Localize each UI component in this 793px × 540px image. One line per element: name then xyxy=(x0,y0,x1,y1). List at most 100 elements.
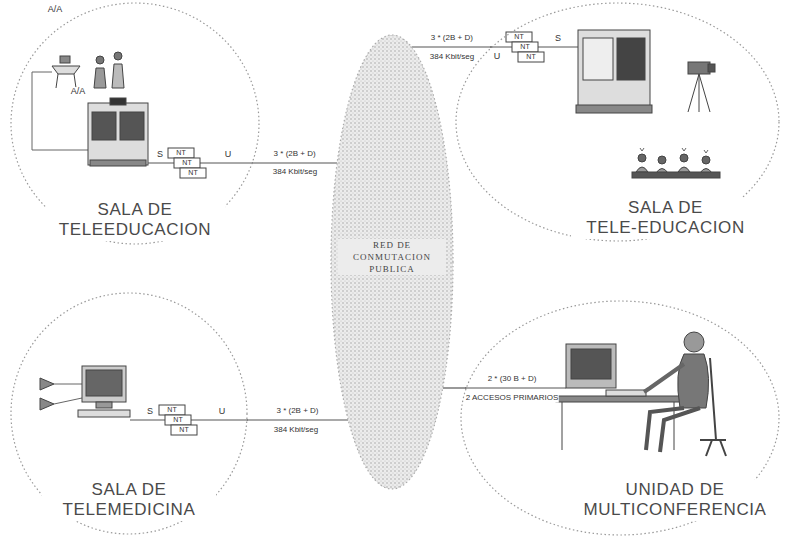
room-circle: SALA DE TELE-EDUCACION xyxy=(455,2,780,242)
terminal-box-label: NT xyxy=(175,149,186,157)
teleeducation-room-1-part xyxy=(120,112,144,140)
teleeducation-room-1-part xyxy=(110,98,126,105)
line-rate-label: 2 ACCESOS PRIMARIOS xyxy=(465,394,559,403)
telemedicine-room-part xyxy=(165,415,191,425)
teleeducation-room-1-part xyxy=(94,68,106,88)
teleeducation-room-2-part xyxy=(506,32,532,42)
telemedicine-room-part xyxy=(159,405,185,415)
multiconference-unit-part xyxy=(562,402,563,450)
room-outline xyxy=(461,301,779,535)
room-name: SALA DE TELEEDUCACION xyxy=(46,200,225,241)
telemedicine-room-part xyxy=(54,384,82,385)
room-tag: A/A xyxy=(70,87,87,97)
teleeducation-room-2-part xyxy=(578,30,650,108)
teleeducation-room-2-part xyxy=(638,154,646,162)
terminal-box-label: NT xyxy=(519,43,530,51)
teleeducation-room-2-part xyxy=(512,42,538,52)
reference-point: U xyxy=(493,52,502,62)
room-tag: A/A xyxy=(47,5,64,15)
network-ellipse: RED DE CONMUTACION PUBLICA xyxy=(330,34,454,490)
teleeducation-room-1-part xyxy=(174,158,200,168)
line-rate-label: 384 Kbit/seg xyxy=(429,53,475,62)
multiconference-unit-part xyxy=(571,349,611,379)
teleeducation-room-2-part xyxy=(708,64,715,72)
teleeducation-room-1-part xyxy=(60,56,70,63)
terminal-box-label: NT xyxy=(513,33,524,41)
room-outline xyxy=(456,3,779,241)
terminal-box-label: NT xyxy=(166,406,177,414)
line-connector xyxy=(247,419,348,420)
room-name: UNIDAD DE MULTICONFERENCIA xyxy=(571,480,780,521)
teleeducation-room-1 xyxy=(32,52,253,178)
multiconference-unit-part xyxy=(684,332,704,352)
teleeducation-room-1-part xyxy=(90,160,146,166)
teleeducation-room-2-part xyxy=(576,105,652,113)
room-circle: SALA DE TELEMEDICINA xyxy=(10,292,248,535)
telemedicine-room-part xyxy=(130,420,165,421)
line-rate-label: 384 Kbit/seg xyxy=(272,168,318,177)
room-circle: UNIDAD DE MULTICONFERENCIA xyxy=(460,300,780,536)
teleeducation-room-1-part xyxy=(114,52,122,60)
teleeducation-room-1-part xyxy=(200,163,253,164)
telemedicine-room-part xyxy=(54,398,82,404)
telemedicine-room-part xyxy=(171,425,197,435)
multiconference-unit-part xyxy=(678,354,709,408)
line-connector xyxy=(412,46,493,47)
room-outline xyxy=(11,3,259,244)
teleeducation-room-1-part xyxy=(56,74,58,88)
room-outline xyxy=(11,293,247,534)
room-name: SALA DE TELEMEDICINA xyxy=(42,480,216,521)
teleeducation-room-1-part xyxy=(92,112,116,140)
multiconference-unit-part xyxy=(606,390,646,396)
telemedicine-room-part xyxy=(40,398,54,410)
teleeducation-room-1-part xyxy=(74,74,76,88)
teleeducation-room-2 xyxy=(490,30,720,178)
teleeducation-room-2-part xyxy=(688,62,710,74)
teleeducation-room-2-part xyxy=(490,47,512,48)
terminal-box-label: NT xyxy=(525,53,536,61)
teleeducation-room-1-part xyxy=(32,72,88,150)
telemedicine-room-part xyxy=(96,402,112,408)
multiconference-unit-part xyxy=(465,388,566,389)
teleeducation-room-1-part xyxy=(96,56,104,64)
line-connector xyxy=(252,162,337,163)
multiconference-unit-part xyxy=(646,408,700,452)
teleeducation-room-1-part xyxy=(148,163,174,164)
teleeducation-room-1-part xyxy=(168,148,194,158)
telemedicine-room-part xyxy=(86,370,122,396)
teleeducation-room-2-part xyxy=(538,47,578,48)
line-rate-label: 384 Kbit/seg xyxy=(273,426,319,435)
telemedicine-room-part xyxy=(191,420,248,421)
telemedicine-room-part xyxy=(40,378,54,390)
terminal-box-label: NT xyxy=(172,416,183,424)
teleeducation-room-1-part xyxy=(32,72,52,73)
telemedicine-room xyxy=(40,366,248,435)
teleeducation-room-2-part xyxy=(640,148,708,153)
telemedicine-room-part xyxy=(78,410,130,417)
line-rate-label: 3 * (2B + D) xyxy=(430,34,474,43)
teleeducation-room-2-part xyxy=(583,38,613,80)
teleeducation-room-1-part xyxy=(180,168,206,178)
multiconference-unit-part xyxy=(566,344,616,388)
teleeducation-room-1-part xyxy=(88,103,148,165)
room-circle: SALA DE TELEEDUCACION xyxy=(10,2,260,245)
teleeducation-room-2-part xyxy=(688,74,699,112)
terminal-box-label: NT xyxy=(181,159,192,167)
teleeducation-room-2-part xyxy=(699,74,700,112)
teleeducation-room-2-part xyxy=(617,38,645,80)
reference-point: U xyxy=(218,407,227,417)
multiconference-unit-part xyxy=(644,364,684,392)
network-name: RED DE CONMUTACION PUBLICA xyxy=(338,239,446,275)
teleeducation-room-2-part xyxy=(702,156,710,164)
reference-point: U xyxy=(224,150,233,160)
network-cloud xyxy=(331,35,453,489)
teleeducation-room-2-part xyxy=(699,74,710,112)
multiconference-unit-part xyxy=(700,358,726,456)
room-name: SALA DE TELE-EDUCACION xyxy=(571,198,760,239)
line-rate-label: 3 * (2B + D) xyxy=(275,407,319,416)
teleeducation-room-2-part xyxy=(632,172,720,178)
teleeducation-room-1-part xyxy=(112,64,124,88)
telemedicine-room-part xyxy=(82,366,126,402)
multiconference-unit xyxy=(465,332,726,456)
terminal-box-label: NT xyxy=(187,169,198,177)
